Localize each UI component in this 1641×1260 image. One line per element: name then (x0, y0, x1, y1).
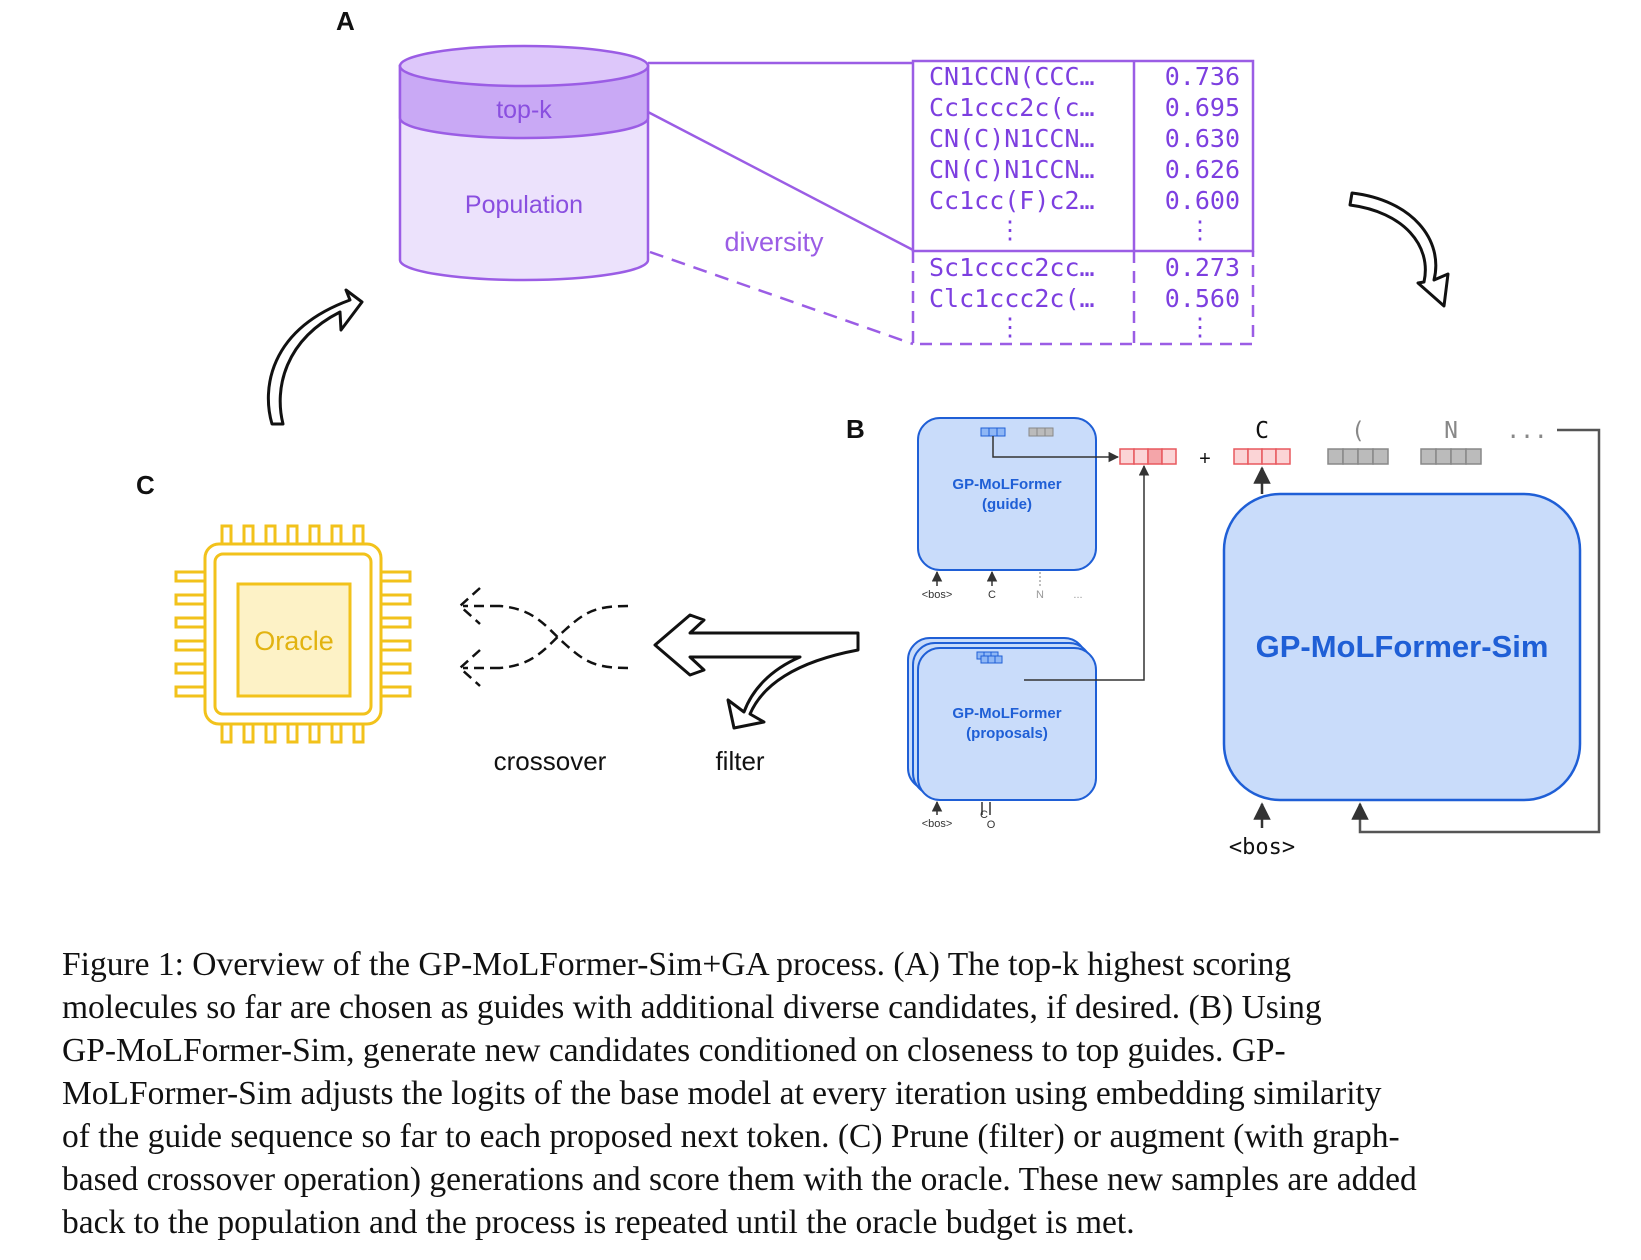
diverse-row-1-score: 0.273 (1165, 253, 1240, 282)
top-row-2-smiles: Cc1ccc2c(c… (929, 93, 1095, 122)
top-row-3-score: 0.630 (1165, 124, 1240, 153)
figure-diagram: A B C top-k Population diversity CN1CCN(… (136, 6, 1601, 860)
oracle-label: Oracle (254, 626, 334, 656)
top-row-5-smiles: Cc1cc(F)c2… (929, 186, 1095, 215)
crossover-icon (458, 587, 629, 687)
panel-label-a: A (336, 6, 355, 36)
population-database (398, 44, 650, 282)
autoregressive-feedback-line (1351, 428, 1601, 834)
diverse-row-2-smiles: Clc1ccc2c(… (929, 284, 1095, 313)
similarity-vector (1119, 448, 1177, 465)
proposals-input-bos: <bos> (922, 818, 953, 830)
top-row-1-score: 0.736 (1165, 62, 1240, 91)
proposals-input-arrows (931, 800, 991, 815)
guide-model-label-line1: GP-MoLFormer (952, 476, 1061, 493)
caption-line-7: back to the population and the process i… (62, 1204, 1135, 1241)
logits-vector-c (1233, 448, 1291, 465)
caption-line-3: GP-MoLFormer-Sim, generate new candidate… (62, 1032, 1286, 1069)
sim-model-box (1222, 492, 1582, 802)
sim-model-label: GP-MoLFormer-Sim (1256, 629, 1549, 664)
crossover-label: crossover (494, 746, 607, 776)
figure-caption: Figure 1: Overview of the GP-MoLFormer-S… (62, 943, 1617, 1244)
top-row-4-score: 0.626 (1165, 155, 1240, 184)
guide-input-n: N (1036, 589, 1044, 601)
oracle-chip-icon (174, 524, 412, 744)
token-n: N (1444, 418, 1458, 444)
top-k-label: top-k (496, 96, 552, 124)
panel-label-b: B (846, 414, 865, 444)
cycle-arrow-b-to-c (653, 613, 860, 730)
guide-model-box (917, 417, 1097, 571)
diverse-table-ellipsis-smiles: ⋮ (998, 312, 1023, 341)
plus-sign: + (1199, 448, 1211, 470)
proposals-input-c: C (980, 809, 988, 821)
diverse-row-2-score: 0.560 (1165, 284, 1240, 313)
caption-line-4: MoLFormer-Sim adjusts the logits of the … (62, 1075, 1382, 1112)
filter-label: filter (715, 746, 764, 776)
caption-line-5: of the guide sequence so far to each pro… (62, 1118, 1400, 1155)
top-table-ellipsis-smiles: ⋮ (998, 215, 1023, 244)
logits-vector-n (1420, 448, 1482, 465)
diverse-table (911, 251, 1255, 346)
top-k-connector-lower (647, 110, 914, 252)
cycle-arrow-a-to-b (1348, 191, 1450, 308)
panel-label-c: C (136, 470, 155, 500)
top-row-3-smiles: CN(C)N1CCN… (929, 124, 1095, 153)
embedding-connectors (992, 436, 1150, 681)
guide-model-label-line2: (guide) (982, 496, 1032, 513)
top-row-1-smiles: CN1CCN(CCC… (929, 62, 1095, 91)
proposals-model-box (907, 637, 1097, 801)
token-ellipsis: ... (1506, 418, 1548, 444)
top-row-4-smiles: CN(C)N1CCN… (929, 155, 1095, 184)
guide-input-bos: <bos> (922, 589, 953, 601)
top-k-table (911, 59, 1255, 253)
proposals-input-o: O (987, 819, 996, 831)
guide-input-arrows (931, 570, 1041, 586)
proposals-model-label-line2: (proposals) (966, 725, 1048, 742)
caption-line-1: Figure 1: Overview of the GP-MoLFormer-S… (62, 946, 1291, 983)
caption-line-6: based crossover operation) generations a… (62, 1161, 1417, 1198)
proposals-model-label-line1: GP-MoLFormer (952, 705, 1061, 722)
population-label: Population (465, 191, 583, 219)
top-row-2-score: 0.695 (1165, 93, 1240, 122)
diverse-table-ellipsis-score: ⋮ (1188, 312, 1213, 341)
diversity-label: diversity (724, 227, 824, 257)
diverse-row-1-smiles: Sc1cccc2cc… (929, 253, 1095, 282)
token-paren: ( (1351, 418, 1365, 444)
cycle-arrow-c-to-a (266, 288, 364, 426)
logits-vector-paren (1327, 448, 1389, 465)
sim-model-bos: <bos> (1229, 835, 1295, 860)
top-row-5-score: 0.600 (1165, 186, 1240, 215)
caption-line-2: molecules so far are chosen as guides wi… (62, 989, 1322, 1026)
guide-input-ellipsis: ... (1073, 589, 1082, 601)
token-c: C (1255, 418, 1269, 444)
top-table-ellipsis-score: ⋮ (1188, 215, 1213, 244)
guide-input-c: C (988, 589, 996, 601)
diversity-connector (649, 250, 914, 346)
